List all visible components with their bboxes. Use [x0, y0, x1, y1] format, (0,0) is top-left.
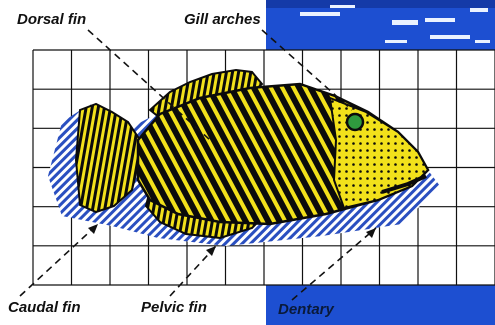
- label-dorsal-fin: Dorsal fin: [17, 12, 86, 27]
- label-gill-arches: Gill arches: [184, 12, 261, 27]
- label-dentary: Dentary: [278, 302, 334, 317]
- leader-pelvic-fin: [170, 246, 216, 296]
- fish-eye: [347, 114, 363, 130]
- sea-panel-top: [266, 0, 495, 50]
- label-caudal-fin: Caudal fin: [8, 300, 81, 315]
- label-pelvic-fin: Pelvic fin: [141, 300, 207, 315]
